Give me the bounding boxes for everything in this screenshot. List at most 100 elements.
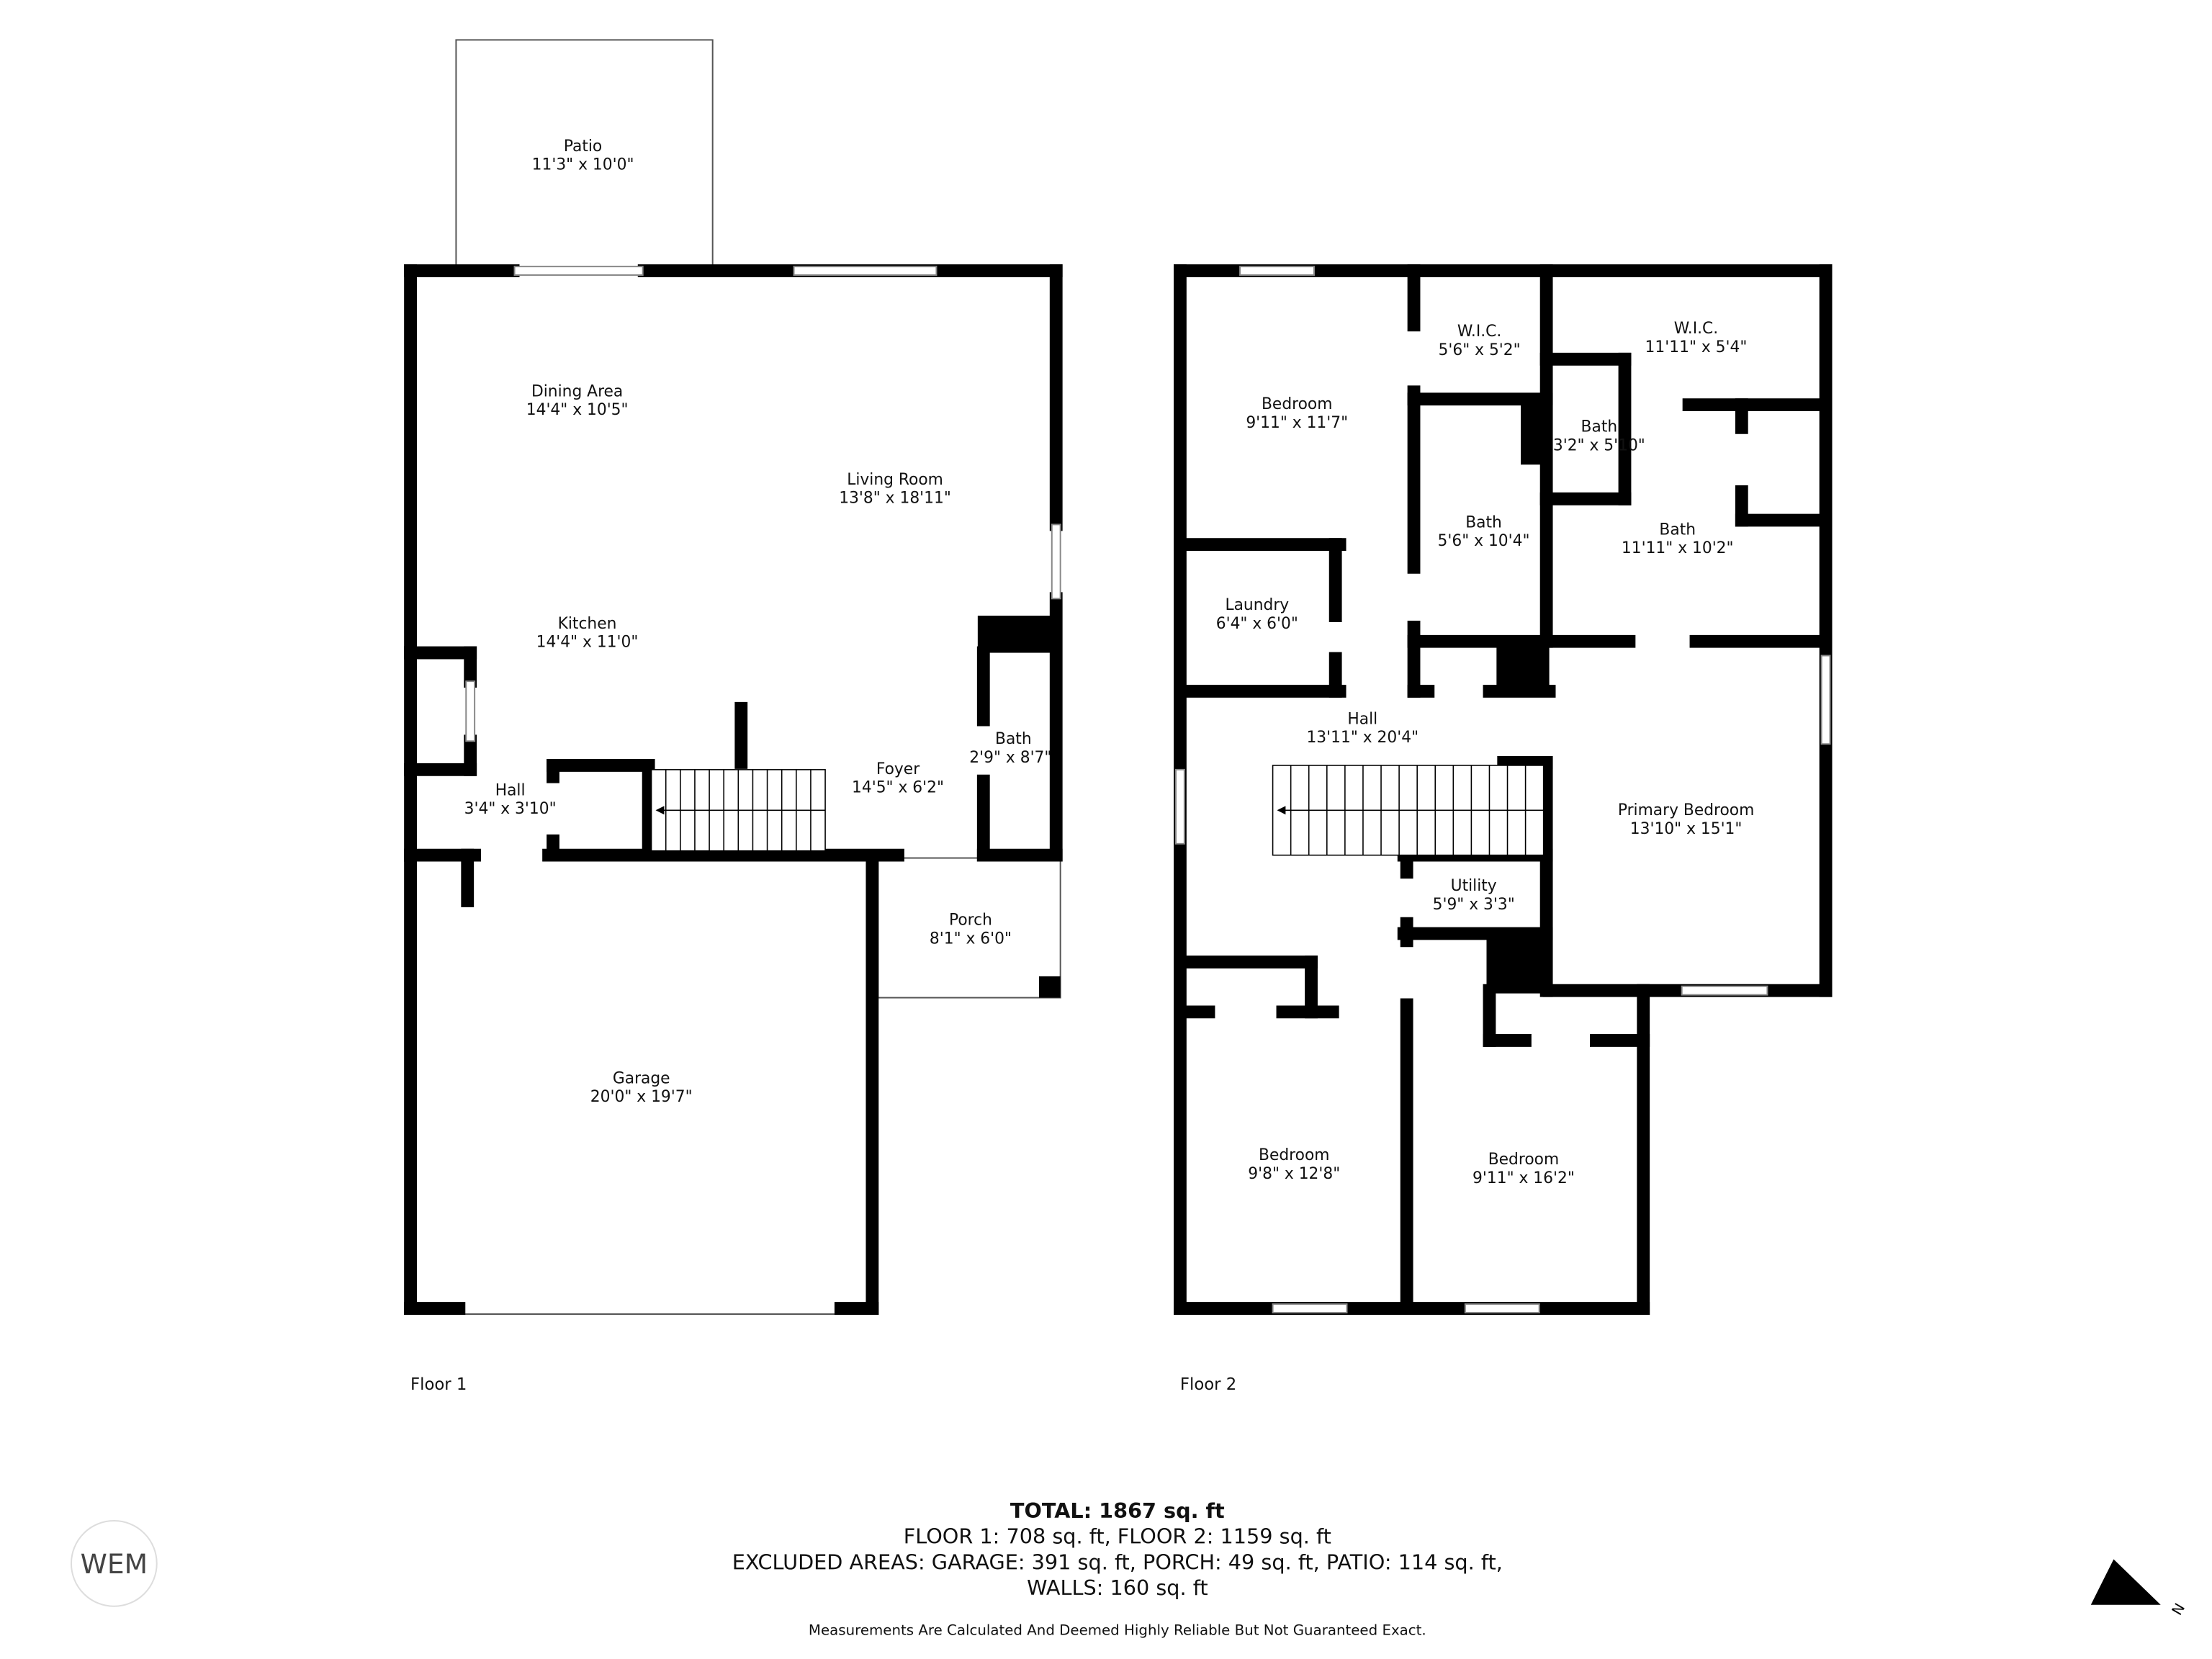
- room-dims: 11'11" x 10'2": [1622, 539, 1734, 557]
- room-name: Hall: [1347, 711, 1377, 729]
- room-label-wic: W.I.C.11'11" x 5'4": [1645, 320, 1748, 356]
- wall-block: [1521, 399, 1550, 465]
- window: [513, 266, 644, 276]
- window: [1175, 768, 1185, 845]
- window: [1272, 1303, 1348, 1314]
- room-dims: 6'4" x 6'0": [1216, 615, 1298, 633]
- floor-1-stairs: [650, 769, 826, 852]
- wall-block: [1486, 933, 1550, 994]
- floor-areas: FLOOR 1: 708 sq. ft, FLOOR 2: 1159 sq. f…: [904, 1524, 1331, 1549]
- room-name: Garage: [613, 1069, 670, 1087]
- room-dims: 9'11" x 16'2": [1473, 1169, 1575, 1187]
- window: [465, 680, 476, 742]
- room-dims: 14'4" x 10'5": [526, 401, 629, 419]
- floor-1-label: Floor 1: [410, 1375, 467, 1394]
- floor-2-walls: [1174, 264, 1833, 1315]
- room-dims: 13'8" x 18'11": [839, 490, 951, 508]
- stair-arrow-icon: [1277, 806, 1286, 815]
- room-dims: 13'10" x 15'1": [1630, 820, 1743, 838]
- walls-area: WALLS: 160 sq. ft: [1027, 1575, 1208, 1600]
- room-name: Living Room: [847, 471, 943, 489]
- room-dims: 5'6" x 5'2": [1439, 341, 1521, 359]
- room-dims: 5'9" x 3'3": [1433, 896, 1515, 914]
- room-dims: 2'9" x 8'7": [969, 749, 1051, 767]
- room-name: Patio: [564, 138, 602, 156]
- logo-text: WEM: [81, 1548, 148, 1580]
- window: [1051, 523, 1061, 600]
- room-name: Hall: [495, 781, 526, 799]
- room-dims: 9'8" x 12'8": [1248, 1165, 1340, 1183]
- floor-2-label: Floor 2: [1180, 1375, 1236, 1394]
- room-name: Bath: [1465, 513, 1502, 531]
- room-name: Bath: [995, 730, 1032, 748]
- room-label-wic: W.I.C.5'6" x 5'2": [1439, 323, 1521, 359]
- room-name: Porch: [949, 912, 992, 930]
- room-name: Utility: [1451, 877, 1497, 895]
- window: [793, 266, 938, 276]
- window: [1820, 655, 1831, 745]
- room-dims: 14'4" x 11'0": [536, 634, 639, 652]
- room-dims: 20'0" x 19'7": [590, 1088, 693, 1106]
- room-dims: 13'11" x 20'4": [1306, 729, 1419, 747]
- room-name: Foyer: [876, 760, 920, 778]
- north-label: N: [2169, 1601, 2188, 1618]
- disclaimer: Measurements Are Calculated And Deemed H…: [809, 1622, 1426, 1638]
- room-name: Bedroom: [1262, 395, 1332, 413]
- room-name: Bedroom: [1259, 1146, 1329, 1164]
- room-name: Laundry: [1225, 596, 1289, 614]
- floor-2-stairs: [1272, 765, 1545, 856]
- room-name: Primary Bedroom: [1618, 801, 1754, 819]
- wall-block: [1496, 641, 1550, 694]
- wall-block: [977, 616, 1058, 653]
- room-name: Kitchen: [558, 615, 617, 633]
- room-dims: 8'1" x 6'0": [930, 930, 1012, 948]
- room-name: Bedroom: [1488, 1151, 1559, 1169]
- total-area: TOTAL: 1867 sq. ft: [1010, 1498, 1225, 1523]
- room-dims: 3'2" x 5'10": [1553, 436, 1645, 454]
- north-arrow-icon: N: [2090, 1559, 2188, 1618]
- room-name: W.I.C.: [1457, 323, 1501, 341]
- stair-arrow-icon: [655, 806, 665, 815]
- room-name: Bath: [1581, 418, 1618, 436]
- window: [1464, 1303, 1540, 1314]
- excluded-areas: EXCLUDED AREAS: GARAGE: 391 sq. ft, PORC…: [732, 1550, 1503, 1574]
- wem-logo: WEM: [70, 1520, 158, 1607]
- room-name: Bath: [1659, 521, 1696, 539]
- window: [1239, 266, 1315, 276]
- floor-1-plan: [404, 39, 1063, 1315]
- room-dims: 3'4" x 3'10": [464, 800, 557, 818]
- room-dims: 5'6" x 10'4": [1438, 532, 1530, 550]
- room-dims: 14'5" x 6'2": [852, 779, 944, 797]
- room-name: Dining Area: [531, 382, 623, 400]
- wall-block: [1038, 976, 1061, 998]
- floor-2-plan: [1174, 264, 1833, 1315]
- area-summary: TOTAL: 1867 sq. ft FLOOR 1: 708 sq. ft, …: [732, 1498, 1503, 1638]
- room-dims: 11'11" x 5'4": [1645, 338, 1748, 356]
- room-dims: 11'3" x 10'0": [532, 156, 634, 174]
- room-name: W.I.C.: [1674, 320, 1718, 338]
- room-dims: 9'11" x 11'7": [1246, 414, 1348, 432]
- window: [1681, 985, 1768, 996]
